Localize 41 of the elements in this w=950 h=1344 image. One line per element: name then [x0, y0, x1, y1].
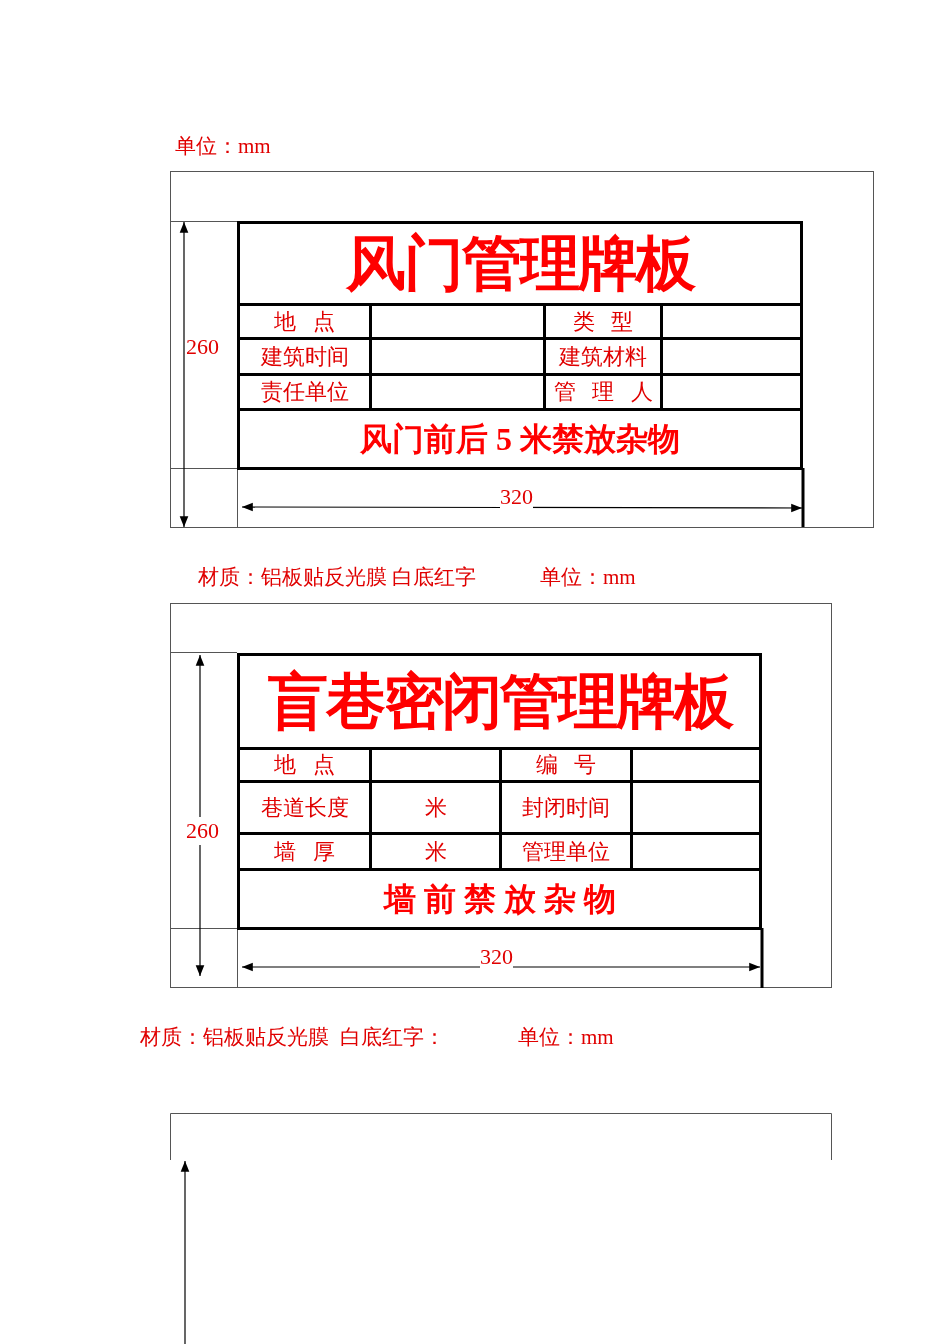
- cell-label: 封闭时间: [522, 796, 610, 819]
- table-cell: [240, 783, 372, 835]
- cell-label: 建筑材料: [559, 345, 647, 368]
- cell-label: 米: [424, 796, 447, 819]
- table-cell: [633, 747, 759, 783]
- table-cell: [240, 376, 372, 411]
- cell-label: 建筑时间: [260, 345, 349, 368]
- cell-label: 地 点: [274, 754, 335, 776]
- table-cell: [546, 376, 663, 411]
- cell-label: 巷道长度: [260, 796, 349, 819]
- table-cell: [502, 835, 633, 871]
- table-cell: [502, 783, 633, 835]
- table-cell: [372, 340, 546, 376]
- table-cell: [372, 835, 502, 871]
- cell-label: 编 号: [535, 754, 597, 776]
- table-cell: [240, 747, 372, 783]
- cell-label: 管理单位: [522, 840, 610, 863]
- sign-board: [237, 653, 762, 930]
- dimension-label: 260: [186, 817, 219, 845]
- warning-text: 墙 前 禁 放 杂 物: [383, 883, 616, 915]
- table-cell: [372, 303, 546, 340]
- table-cell: [372, 783, 502, 835]
- table-cell: [240, 303, 372, 340]
- table-cell: [502, 747, 633, 783]
- table-cell: [240, 340, 372, 376]
- cell-label: 墙 厚: [274, 840, 335, 863]
- table-cell: [546, 340, 663, 376]
- table-cell: [546, 303, 663, 340]
- sign-title: 盲巷密闭管理牌板: [267, 671, 732, 732]
- cell-label: 管 理 人: [553, 381, 653, 403]
- table-cell: [372, 376, 546, 411]
- table-cell: [240, 835, 372, 871]
- table-cell: [663, 303, 800, 340]
- cell-label: 责任单位: [260, 381, 349, 403]
- cell-label: 类 型: [572, 310, 634, 333]
- table-cell: [372, 747, 502, 783]
- sign-title: 风门管理牌板: [346, 233, 694, 294]
- cell-label: 米: [424, 840, 447, 863]
- cell-label: 地 点: [274, 310, 335, 333]
- sign-board: [237, 221, 803, 470]
- warning-text: 风门前后 5 米禁放杂物: [360, 423, 680, 455]
